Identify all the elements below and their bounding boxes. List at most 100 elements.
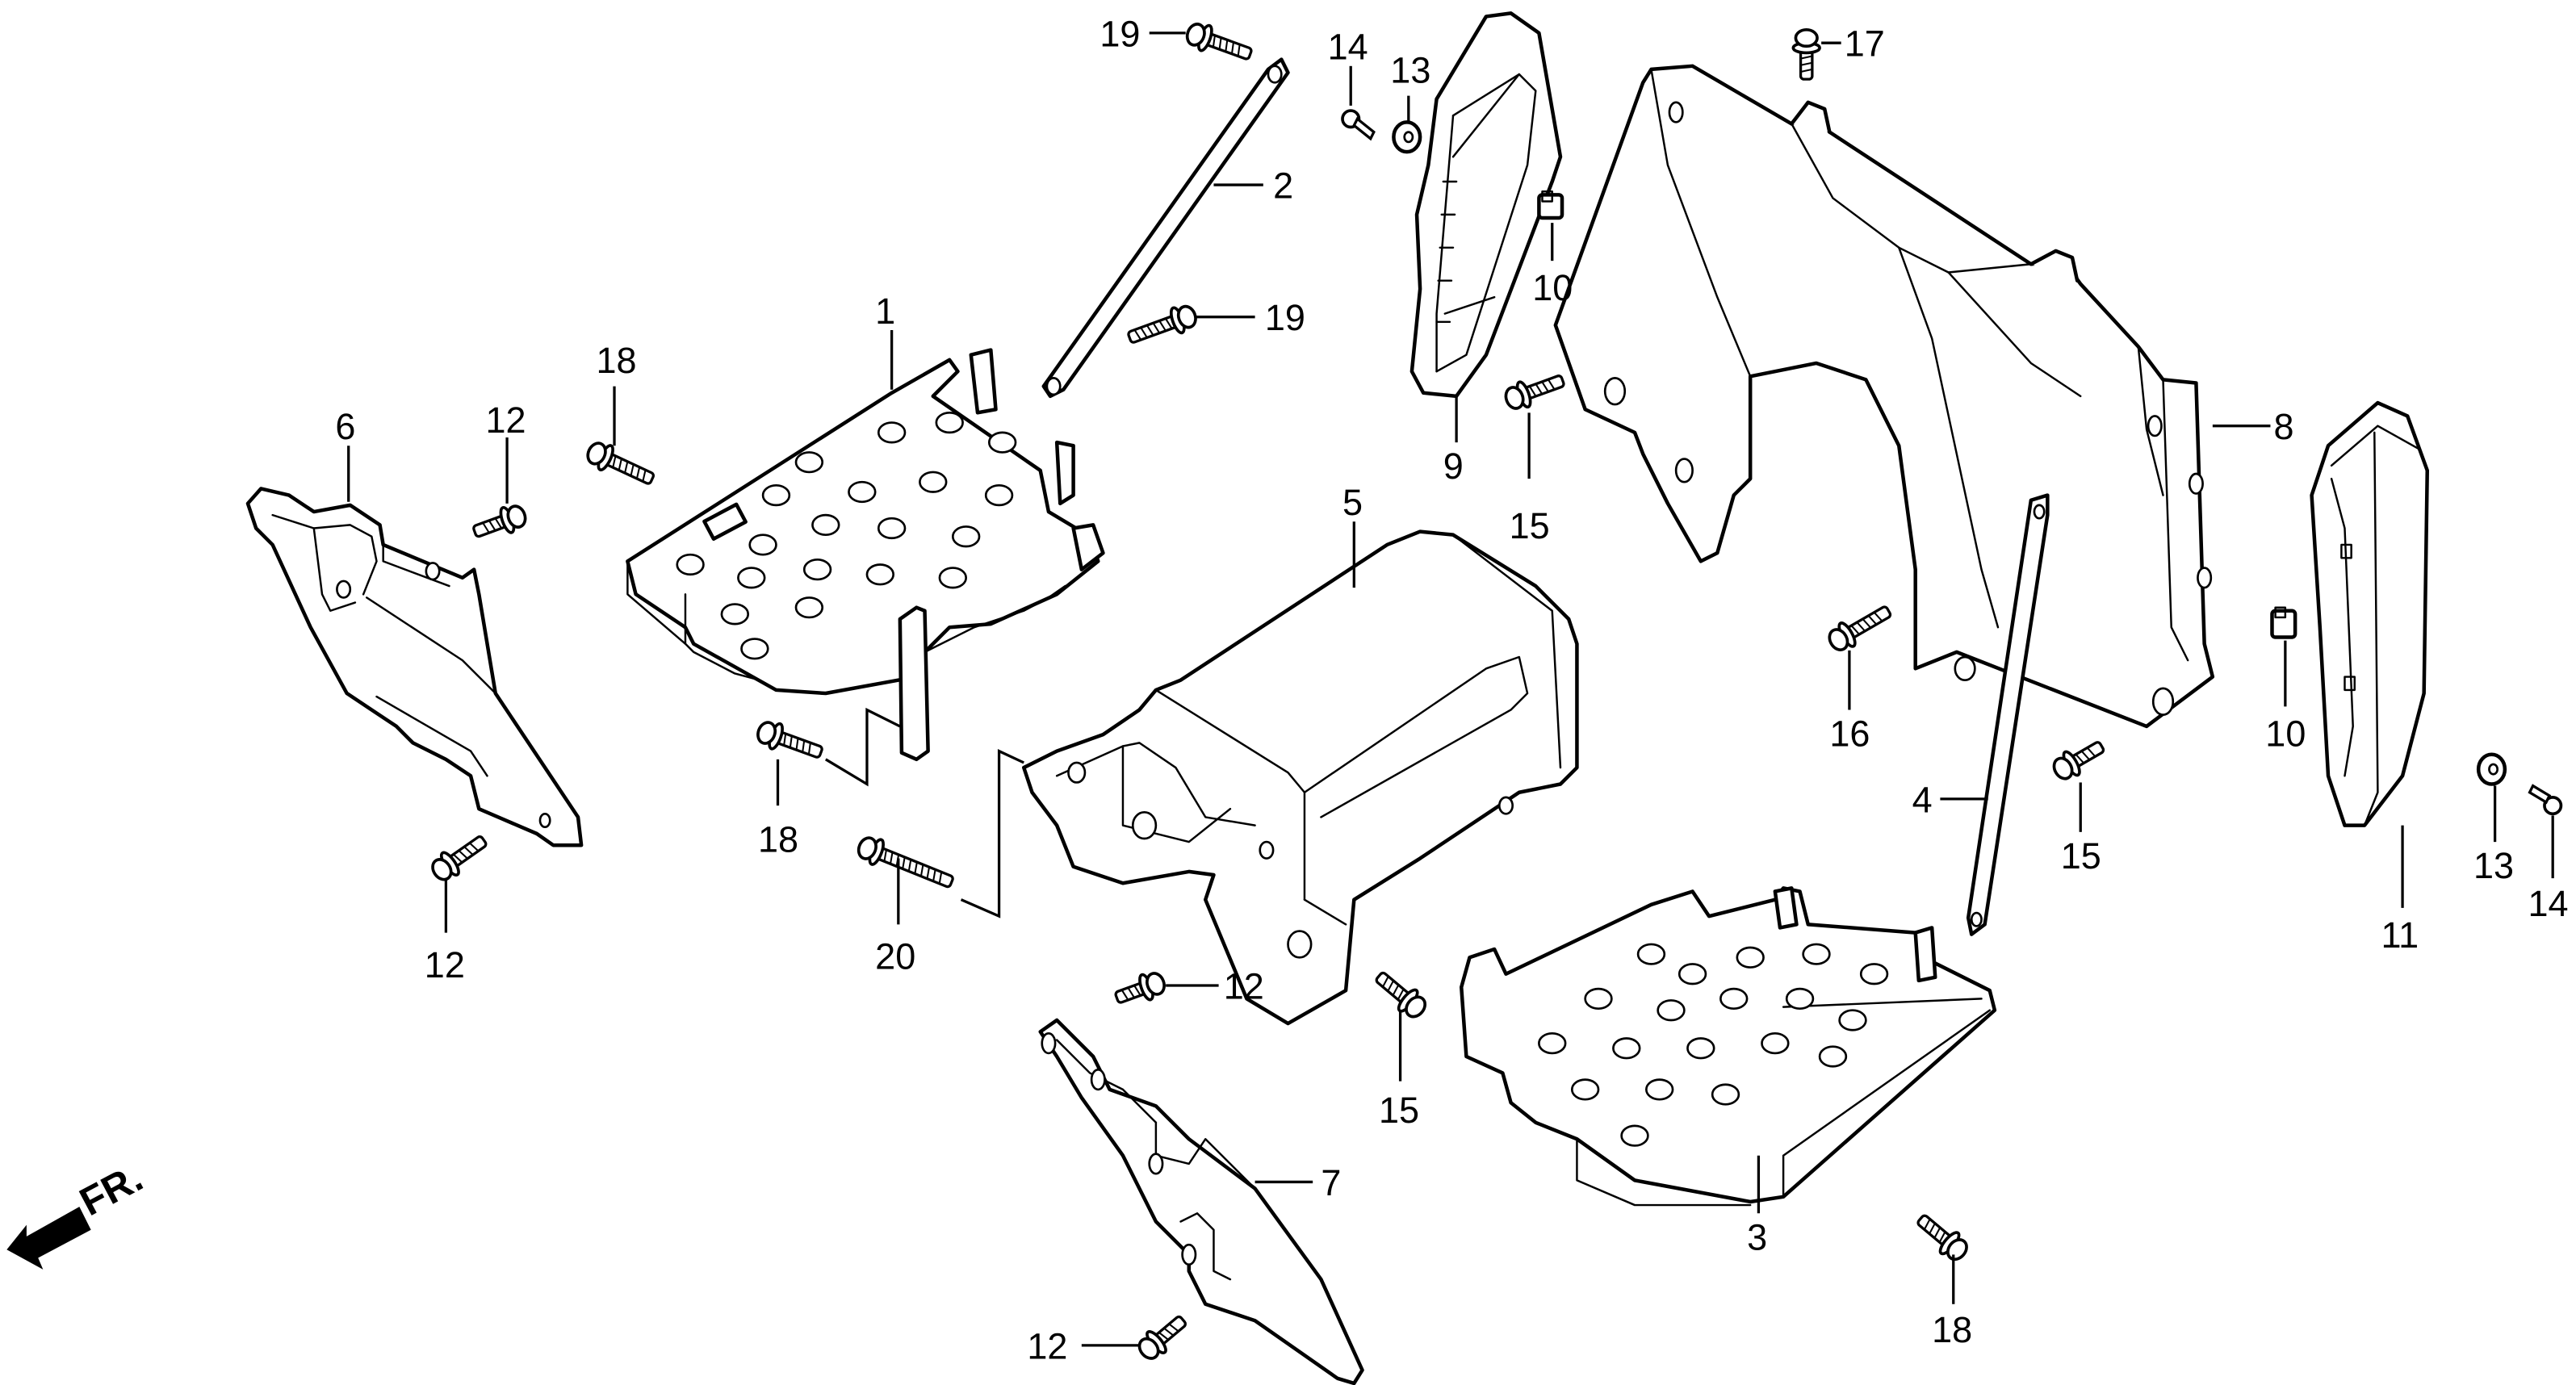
bolt-flange: [1138, 973, 1154, 1002]
callout-6: 6: [335, 406, 355, 447]
assembly-line-20: [960, 749, 1024, 918]
callout-labels: 19 14 13 17 2 10 1 19 18 6 12 9 8 15 5 1…: [335, 13, 2568, 1366]
bolt-19-upper-icon: [1185, 23, 1253, 61]
bolt-thread: [789, 735, 793, 748]
part-13-washer-lower: [2476, 752, 2507, 786]
bolt-thread: [1387, 980, 1394, 992]
bolt-thread: [1225, 40, 1229, 52]
bolt-thread: [2075, 753, 2085, 764]
bolt-thread: [453, 853, 463, 864]
bolt-16-icon: [1828, 605, 1892, 651]
bolt-hex-head: [1504, 386, 1525, 410]
bolt-hex-head: [756, 721, 777, 745]
bolt-thread: [1133, 985, 1141, 996]
callout-15: 15: [1379, 1090, 1419, 1131]
bolt-thread: [883, 849, 887, 862]
bolt-thread: [1929, 1223, 1936, 1235]
part-14-screw-upper: [1341, 109, 1376, 141]
bolt-thread: [488, 520, 496, 531]
assembly-line-18: [824, 707, 901, 787]
bolt-thread: [1218, 37, 1222, 50]
bolt-thread: [2086, 747, 2096, 758]
bolt-18-bottom-icon: [1916, 1214, 1968, 1262]
bolt-thread: [807, 743, 811, 755]
callout-18: 18: [1932, 1309, 1972, 1350]
bolt-15-upper-icon: [1504, 374, 1565, 410]
callout-12: 12: [425, 944, 465, 985]
bolt-thread: [938, 872, 943, 884]
callout-19: 19: [1265, 297, 1305, 338]
bolt-thread: [1127, 987, 1135, 998]
part-10-clip-nut-lower: [2270, 606, 2297, 639]
tray-1-holes: [676, 411, 1017, 660]
bolt-thread: [2080, 750, 2091, 761]
bolt-hex-head: [586, 441, 607, 466]
bolt-hex-head: [1828, 628, 1849, 651]
arrow-down-left-icon: [6, 1207, 91, 1270]
bolt-thread: [1212, 35, 1216, 48]
bolt-20-icon: [857, 836, 954, 889]
callout-16: 16: [1829, 713, 1870, 754]
bolt-thread: [1230, 42, 1234, 54]
bolt-thread: [642, 469, 647, 482]
part-10-clip-nut-upper: [1537, 190, 1564, 220]
bolt-hex-head: [1405, 995, 1427, 1019]
callout-15: 15: [2061, 835, 2101, 877]
bolt-thread: [1528, 386, 1537, 397]
bolt-thread: [458, 850, 468, 860]
bolt-thread: [802, 740, 806, 753]
callout-12: 12: [1027, 1325, 1067, 1366]
callout-9: 9: [1443, 446, 1464, 487]
bolt-18-middle-icon: [756, 721, 823, 759]
bolt-12-center-icon: [1114, 972, 1166, 1004]
bolt-hex-head: [857, 836, 878, 860]
bolt-thread: [1133, 329, 1142, 341]
bolt-15-bottom-icon: [1375, 971, 1427, 1019]
bolt-thread: [1856, 621, 1866, 632]
callout-7: 7: [1321, 1162, 1341, 1203]
callout-11: 11: [2381, 914, 2419, 956]
callout-5: 5: [1342, 482, 1363, 523]
bolt-thread: [1152, 322, 1161, 334]
bolt-thread: [902, 856, 906, 869]
bolt-thread: [1535, 383, 1544, 395]
front-direction-marker: FR.: [6, 1156, 150, 1270]
callout-19: 19: [1100, 13, 1140, 54]
bolt-thread: [1800, 55, 1813, 60]
callout-12: 12: [1224, 965, 1264, 1006]
part-7-lower-bracket: [1038, 1018, 1364, 1385]
bolt-thread: [1140, 327, 1148, 338]
bolt-thread: [1867, 615, 1878, 626]
callout-12: 12: [485, 400, 526, 441]
bolt-hex-head: [431, 858, 453, 881]
bolt-12-left-icon: [431, 835, 488, 881]
bolt-thread: [630, 464, 635, 476]
bolt-18-upper-icon: [586, 441, 655, 485]
bolt-thread: [1933, 1227, 1941, 1239]
bolt-hex-head: [1794, 27, 1819, 48]
bolt-thread: [624, 461, 629, 474]
callout-10: 10: [2265, 713, 2306, 754]
bolt-shank: [1127, 315, 1179, 344]
bolt-thread: [1873, 612, 1883, 622]
bolt-thread: [932, 869, 936, 881]
part-13-washer-upper: [1392, 120, 1422, 154]
bolt-15-right-icon: [2052, 741, 2105, 780]
callout-14: 14: [1328, 27, 1368, 68]
leader-lines: [347, 31, 2554, 1347]
bolt-thread: [1547, 379, 1556, 391]
bolt-thread: [1146, 324, 1154, 337]
fr-label: FR.: [73, 1156, 149, 1224]
bolt-thread: [1541, 381, 1549, 392]
bolt-thread: [1165, 318, 1173, 329]
bolt-thread: [1158, 1332, 1169, 1341]
bolt-thread: [482, 522, 490, 533]
bolt-thread: [1800, 68, 1813, 73]
callout-17: 17: [1845, 23, 1885, 65]
bolt-19-lower-icon: [1127, 304, 1197, 344]
bolt-12-bottom-icon: [1137, 1315, 1187, 1360]
bolt-thread: [494, 517, 503, 529]
bolt-thread: [1850, 625, 1860, 635]
callout-18: 18: [597, 340, 637, 381]
